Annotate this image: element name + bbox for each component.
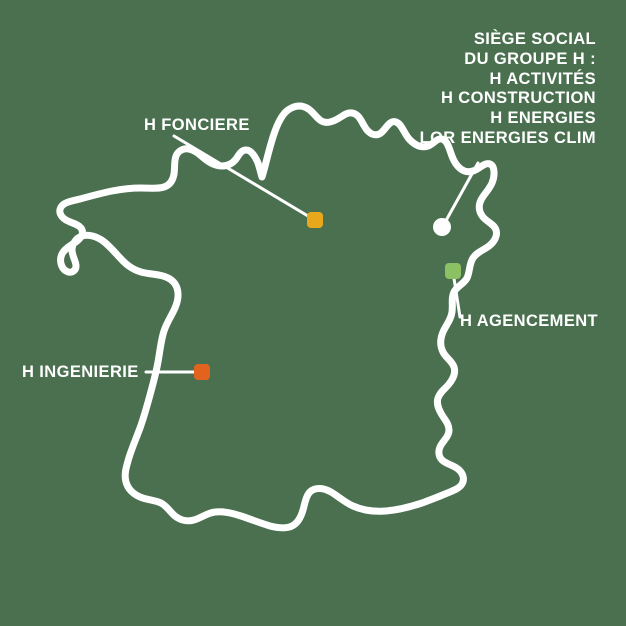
marker-h-fonciere[interactable] xyxy=(307,212,323,228)
label-siege-line-1: SIÈGE SOCIAL xyxy=(473,30,596,48)
marker-h-agencement[interactable] xyxy=(445,263,461,279)
marker-siege-social[interactable] xyxy=(433,218,451,236)
marker-h-ingenierie[interactable] xyxy=(194,364,210,380)
label-siege-line-2: DU GROUPE H : xyxy=(464,49,596,68)
connector-line-h-agencement xyxy=(451,270,462,319)
label-h-fonciere: H FONCIERE xyxy=(144,116,250,134)
label-h-agencement: H AGENCEMENT xyxy=(460,312,599,330)
france-outline-path xyxy=(56,102,500,532)
label-siege-line-3: H ACTIVITÉS xyxy=(489,69,596,88)
label-siege-line-4: H CONSTRUCTION xyxy=(440,89,596,108)
connector-line-siege-social xyxy=(441,161,480,228)
label-siege-line-6: LOR ENERGIES CLIM xyxy=(419,128,596,147)
label-siege-line-5: H ENERGIES xyxy=(490,109,596,128)
connector-line-h-fonciere xyxy=(172,134,315,221)
label-h-ingenierie: H INGENIERIE xyxy=(22,363,139,381)
label-siege-social: SIÈGE SOCIAL DU GROUPE H : H ACTIVITÉS H… xyxy=(420,30,596,149)
